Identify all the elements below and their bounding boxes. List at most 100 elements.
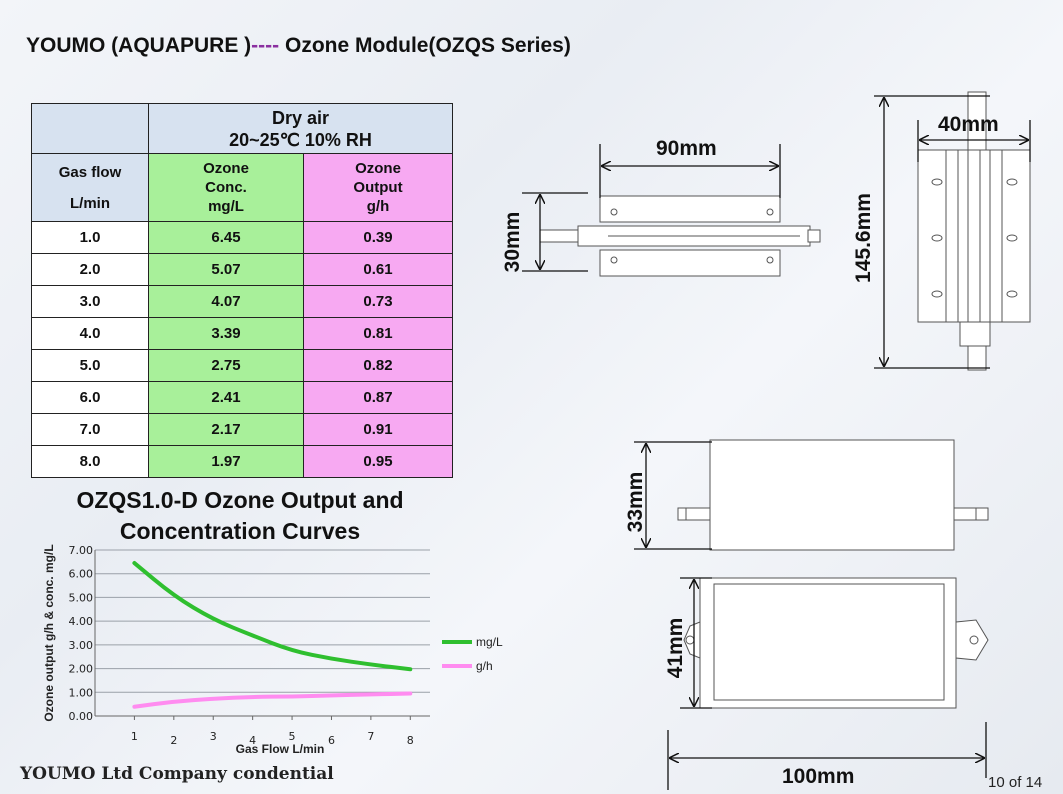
mount-hole xyxy=(610,256,618,264)
cell-output: 0.95 xyxy=(303,445,453,478)
cell-conc: 3.39 xyxy=(148,317,304,350)
x-tick-label: 1 xyxy=(131,730,138,743)
lower-side-nozzle-left xyxy=(677,507,711,521)
top-connector xyxy=(959,321,991,347)
cell-output: 0.61 xyxy=(303,253,453,286)
output-unit: g/h xyxy=(366,198,390,215)
output-header: Ozone Output g/h xyxy=(303,153,453,222)
footer-company: YOUMO Ltd Company condential xyxy=(20,764,334,784)
mount-hole xyxy=(610,208,618,216)
dim-145-label: 145.6mm xyxy=(852,193,875,283)
cell-conc: 2.41 xyxy=(148,381,304,414)
lower-side-body xyxy=(709,439,955,551)
dim-41-lines xyxy=(680,577,712,709)
dim-100-lines xyxy=(667,722,987,790)
side-body-top xyxy=(599,195,781,223)
x-tick-label: 5 xyxy=(289,730,296,743)
cell-conc: 5.07 xyxy=(148,253,304,286)
cell-conc: 2.17 xyxy=(148,413,304,446)
mount-hole xyxy=(766,208,774,216)
x-tick-label: 3 xyxy=(210,730,217,743)
y-tick-label: 0.00 xyxy=(69,710,94,723)
gas-flow-label: Gas flow xyxy=(58,163,122,181)
chart-title-line1: OZQS1.0-D Ozone Output and xyxy=(76,487,404,513)
side-view-drawing xyxy=(539,195,821,277)
cell-flow: 7.0 xyxy=(31,413,149,446)
conc-line2: Conc. xyxy=(205,179,247,196)
dim-30-lines xyxy=(522,192,588,272)
performance-table: Dry air 20~25℃ 10% RH Gas flow L/min Ozo… xyxy=(31,103,453,478)
gas-flow-header: Gas flow L/min xyxy=(31,153,149,222)
side-nozzle-right xyxy=(807,229,821,243)
mount-hole xyxy=(931,290,943,298)
lower-side-view-drawing xyxy=(677,439,989,551)
cell-flow: 4.0 xyxy=(31,317,149,350)
dim-100-label: 100mm xyxy=(782,765,855,788)
bottom-body-inner xyxy=(713,583,945,701)
cell-conc: 2.75 xyxy=(148,349,304,382)
chart-title-line2: Concentration Curves xyxy=(119,518,361,544)
legend-label: mg/L xyxy=(476,635,503,649)
x-tick-label: 8 xyxy=(407,734,414,747)
dry-air-line1: Dry air xyxy=(271,107,330,128)
dim-90-label: 90mm xyxy=(656,137,717,160)
mount-hole xyxy=(1006,290,1018,298)
y-tick-label: 4.00 xyxy=(69,615,94,628)
dim-30-label: 30mm xyxy=(501,211,524,273)
mount-hole xyxy=(931,178,943,186)
y-tick-label: 2.00 xyxy=(69,663,94,676)
x-tick-label: 4 xyxy=(249,734,256,747)
x-tick-label: 7 xyxy=(367,730,374,743)
x-axis-label: Gas Flow L/min xyxy=(236,742,325,756)
table-corner-cell xyxy=(31,103,149,154)
cell-flow: 2.0 xyxy=(31,253,149,286)
output-line2: Output xyxy=(353,179,403,196)
conc-unit: mg/L xyxy=(208,198,244,215)
series-line-mg-l xyxy=(132,561,413,672)
cell-flow: 8.0 xyxy=(31,445,149,478)
dim-90-lines xyxy=(599,144,781,198)
cell-flow: 3.0 xyxy=(31,285,149,318)
conc-line1: Ozone xyxy=(203,160,249,177)
side-body-bottom xyxy=(599,249,781,277)
chart-title: OZQS1.0-D Ozone Output and Concentration… xyxy=(50,485,430,547)
cell-output: 0.82 xyxy=(303,349,453,382)
mount-hole xyxy=(969,635,979,645)
mount-hole xyxy=(931,234,943,242)
dim-33-label: 33mm xyxy=(624,471,647,533)
y-tick-label: 1.00 xyxy=(69,686,94,699)
dim-40-label: 40mm xyxy=(938,113,999,136)
page-number: 10 of 14 xyxy=(988,774,1043,791)
title-suffix: Ozone Module(OZQS Series) xyxy=(279,34,571,57)
mount-hole xyxy=(1006,178,1018,186)
cell-output: 0.39 xyxy=(303,221,453,254)
cell-output: 0.73 xyxy=(303,285,453,318)
series-line-g-h xyxy=(132,691,413,709)
x-tick-label: 2 xyxy=(170,734,177,747)
y-axis-label: Ozone output g/h & conc. mg/L xyxy=(42,544,56,721)
title-dashes: ---- xyxy=(251,34,280,57)
cell-flow: 5.0 xyxy=(31,349,149,382)
cell-output: 0.87 xyxy=(303,381,453,414)
dim-145-lines xyxy=(874,95,990,369)
conc-header: Ozone Conc. mg/L xyxy=(148,153,304,222)
dim-41-label: 41mm xyxy=(664,617,687,679)
top-nozzle-bottom xyxy=(967,345,987,371)
cell-conc: 4.07 xyxy=(148,285,304,318)
cell-flow: 6.0 xyxy=(31,381,149,414)
mount-hole xyxy=(766,256,774,264)
cell-flow: 1.0 xyxy=(31,221,149,254)
side-nozzle-left xyxy=(539,229,579,243)
y-tick-label: 5.00 xyxy=(69,591,94,604)
bottom-view-drawing xyxy=(683,577,989,709)
dry-air-header: Dry air 20~25℃ 10% RH xyxy=(148,103,453,154)
lower-side-nozzle-right xyxy=(953,507,989,521)
title-prefix: YOUMO (AQUAPURE ) xyxy=(26,34,252,57)
